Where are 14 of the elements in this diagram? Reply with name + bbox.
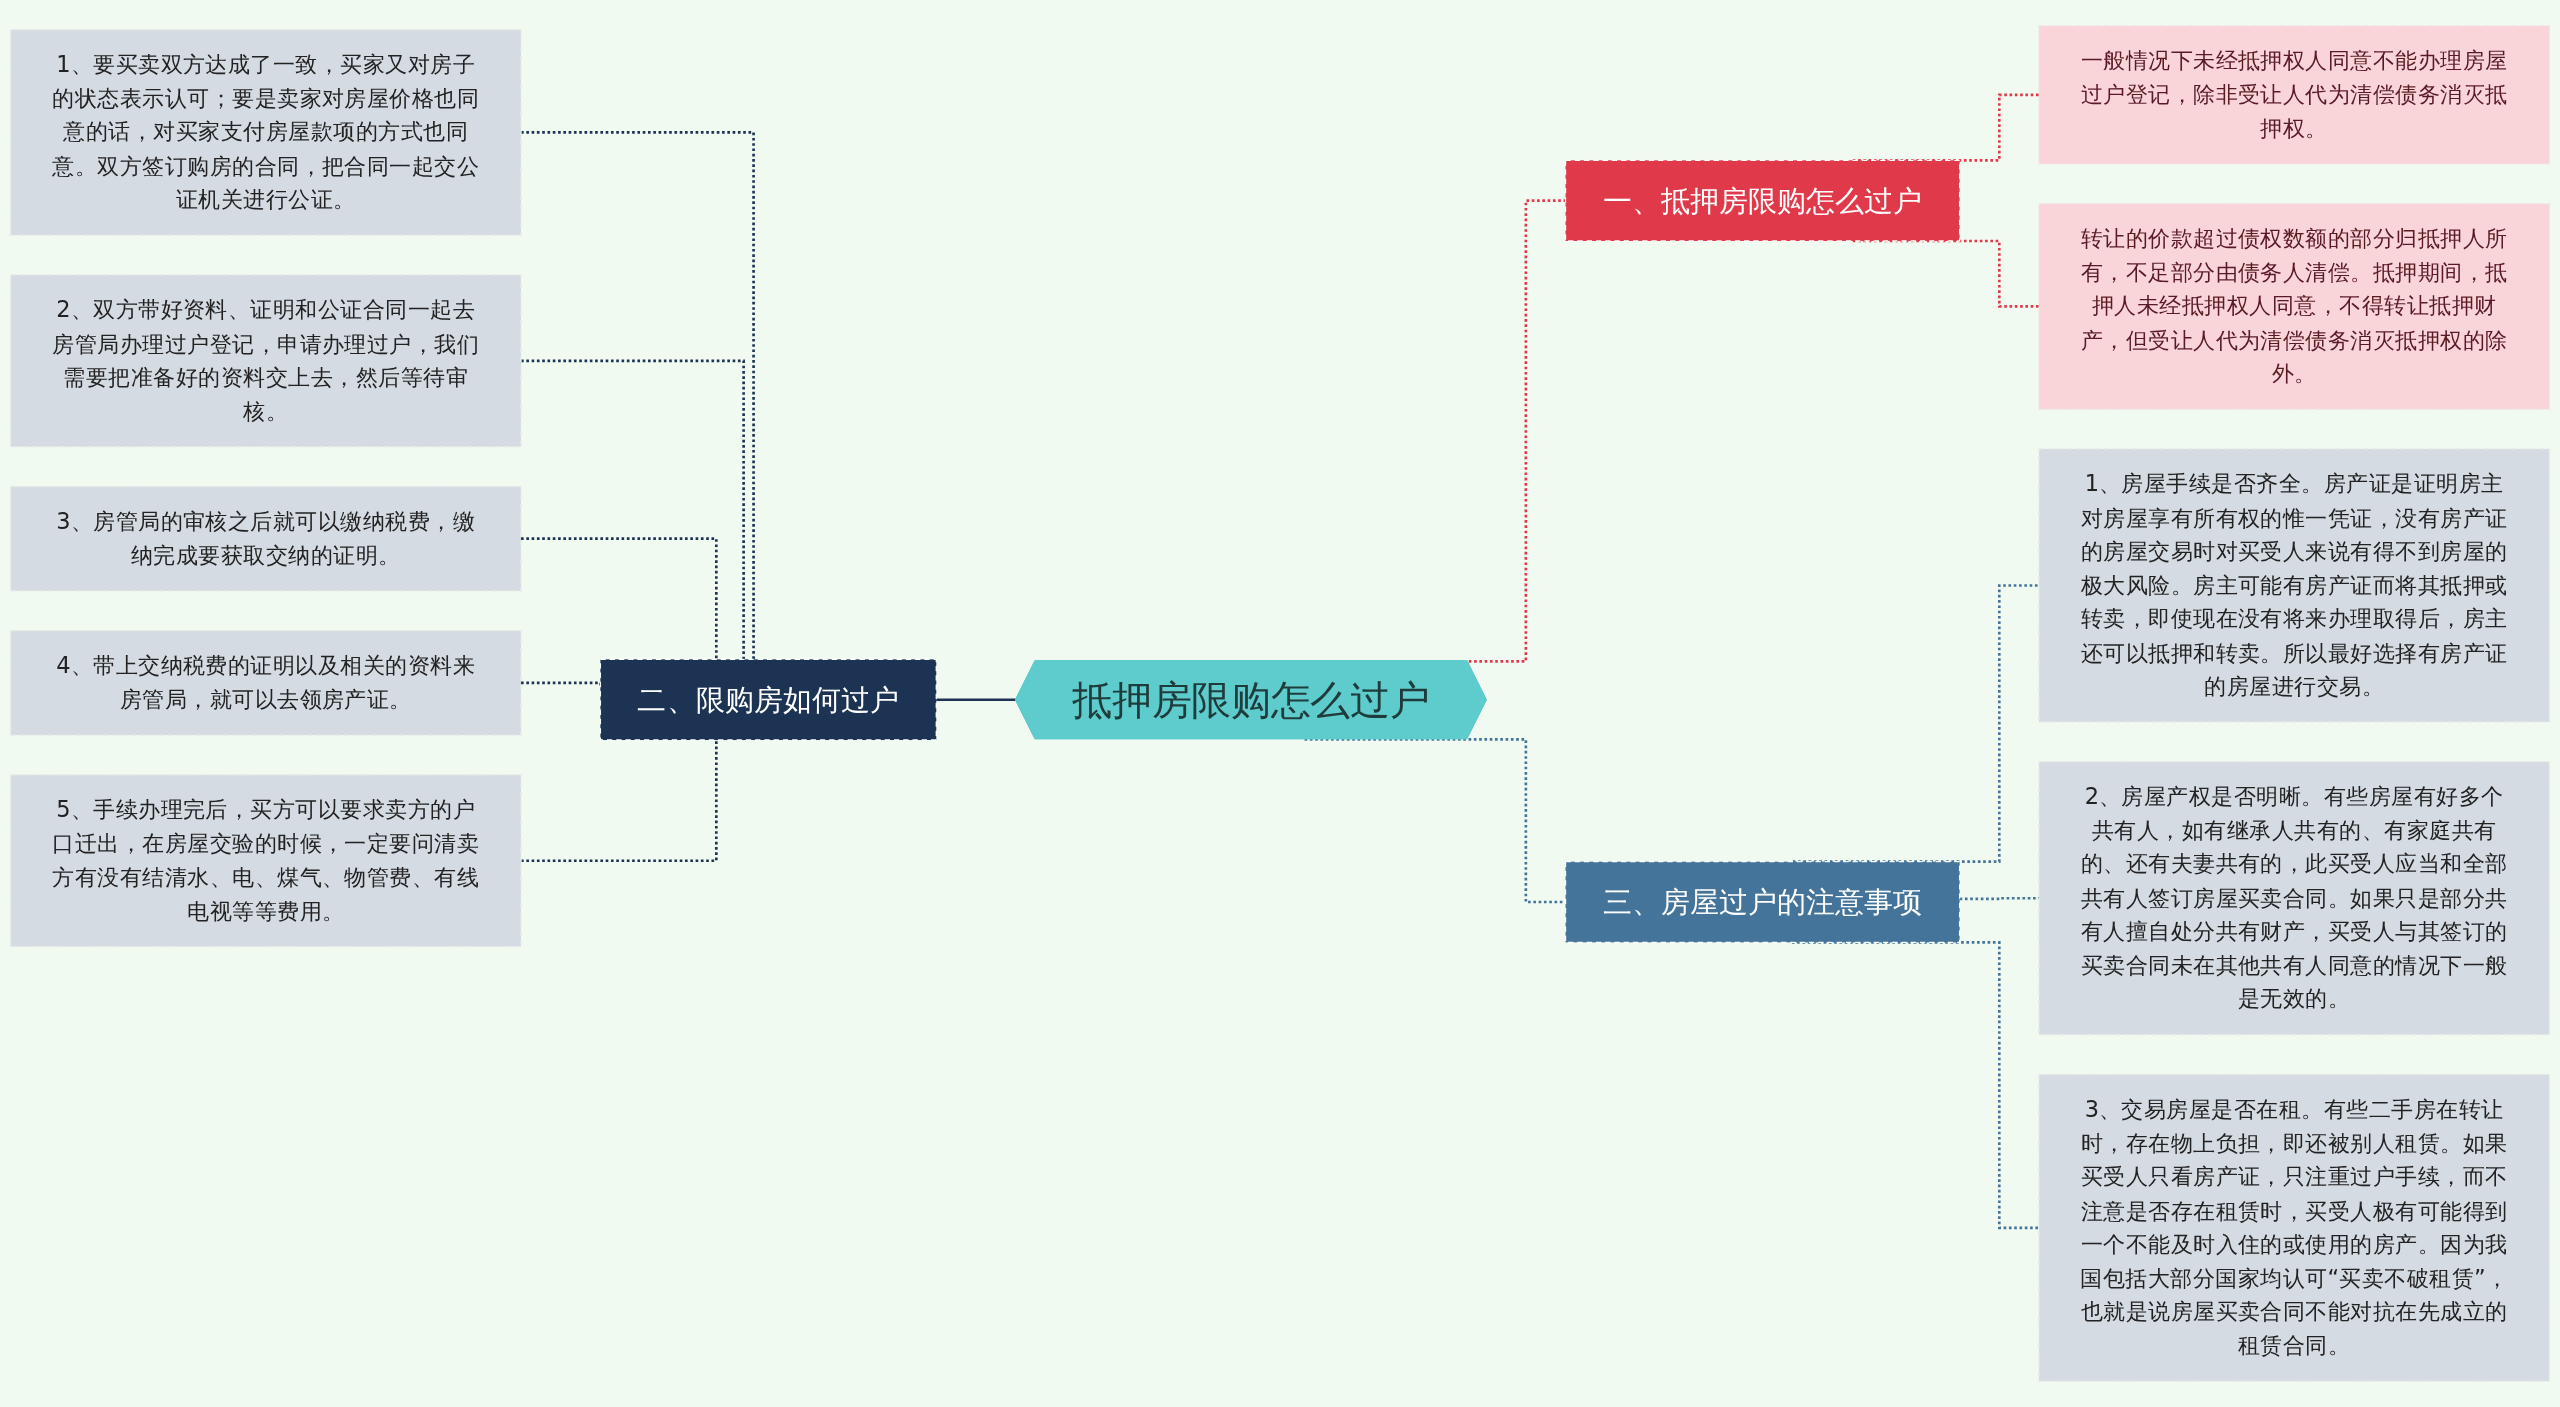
- node-box: 4、带上交纳税费的证明以及相关的资料来房管局，就可以去领房产证。: [9, 629, 522, 736]
- node-box: 一般情况下未经抵押权人同意不能办理房屋过户登记，除非受让人代为清偿债务消灭抵押权。: [2038, 25, 2551, 165]
- node-box: 1、要买卖双方达成了一致，买家又对房子的状态表示认可；要是卖家对房屋价格也同意的话，对买家支付房屋款项的方式也同意。双方签订购房的合同，把合同一起交公证机关进行公证。: [9, 28, 522, 236]
- node-box: 3、交易房屋是否在租。有些二手房在转让时，存在物上负担，即还被别人租赁。如果买受人只看房产证，只注重过户手续，而不注意是否存在租赁时，买受人极有可能得到一个不能及时入住的或使用的房产。因为我国包括大部分国家均认可“买卖不破租赁”，也就是说房屋买卖合同不能对抗在先成立的租赁合同。: [2038, 1073, 2551, 1382]
- connector: [521, 681, 602, 687]
- node-box: 3、房管局的审核之后就可以缴纳税费，缴纳完成要获取交纳的证明。: [9, 485, 522, 592]
- node-box: 1、房屋手续是否齐全。房产证是证明房主对房屋享有所有权的惟一凭证，没有房产证的房屋交易时对买受人来说有得不到房屋的极大风险。房主可能有房产证而将其抵押或转卖，即使现在没有将来办理取得后，房主还可以抵押和转卖。所以最好选择有房产证的房屋进行交易。: [2038, 448, 2551, 723]
- node-box: 三、房屋过户的注意事项: [1564, 861, 1961, 943]
- node-box: 2、双方带好资料、证明和公证合同一起去房管局办理过户登记，申请办理过户，我们需要把准备好的资料交上去，然后等待审核。: [9, 274, 522, 448]
- node-box: 5、手续办理完后，买方可以要求卖方的户口迁出，在房屋交验的时候，一定要问清卖方有没有结清水、电、煤气、物管费、有线电视等等费用。: [9, 774, 522, 948]
- node-box: 2、房屋产权是否明晰。有些房屋有好多个共有人，如有继承人共有的、有家庭共有的、还有夫妻共有的，此买受人应当和全部共有人签订房屋买卖合同。如果只是部分共有人擅自处分共有财产，买受人与其签订的买卖合同未在其他共有人同意的情况下一般是无效的。: [2038, 761, 2551, 1036]
- node-box: 转让的价款超过债权数额的部分归抵押人所有，不足部分由债务人清偿。抵押期间，抵押人未经抵押权人同意，不得转让抵押财产，但受让人代为清偿债务消灭抵押权的除外。: [2038, 202, 2551, 410]
- node-box: 二、限购房如何过户: [599, 658, 937, 741]
- node-box: 一、抵押房限购怎么过户: [1564, 159, 1961, 242]
